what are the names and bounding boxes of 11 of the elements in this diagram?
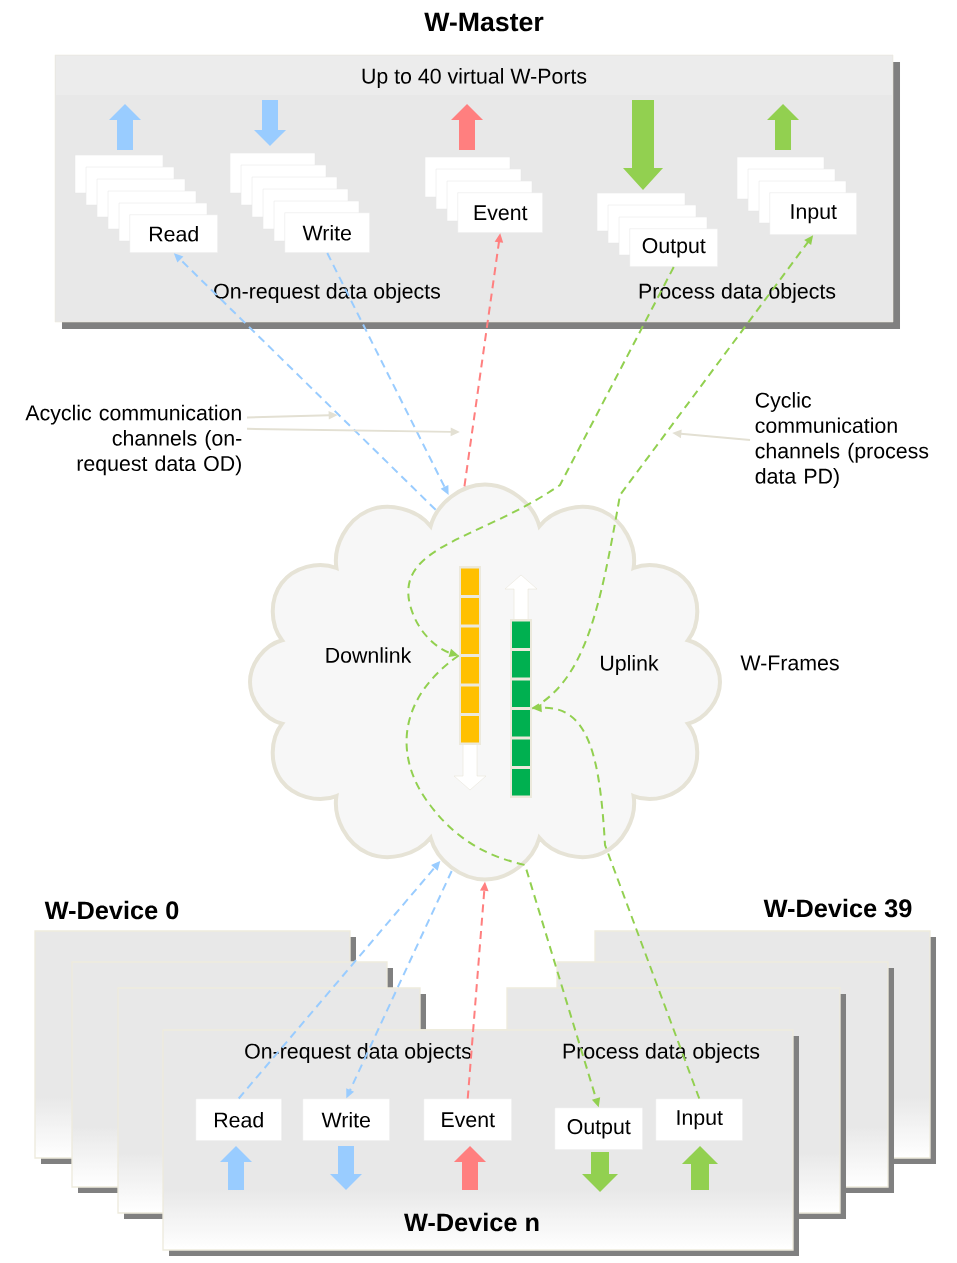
beside-label: W-Frames xyxy=(740,655,839,671)
frame-bar xyxy=(510,619,532,798)
annotation-text: Cyclic communication channels (process data PD) xyxy=(755,392,929,488)
dashed-arrow xyxy=(407,266,675,657)
cloud-label: Downlink xyxy=(326,647,412,663)
frame-bar xyxy=(459,566,481,745)
heading: W-Master xyxy=(424,12,544,32)
heading: W-Device 39 xyxy=(763,898,912,918)
heading: W-Device 0 xyxy=(44,900,179,920)
cloud-label: Uplink xyxy=(601,655,659,675)
annotation-text: Acyclic communication channels (on-request data OD) xyxy=(25,404,242,476)
